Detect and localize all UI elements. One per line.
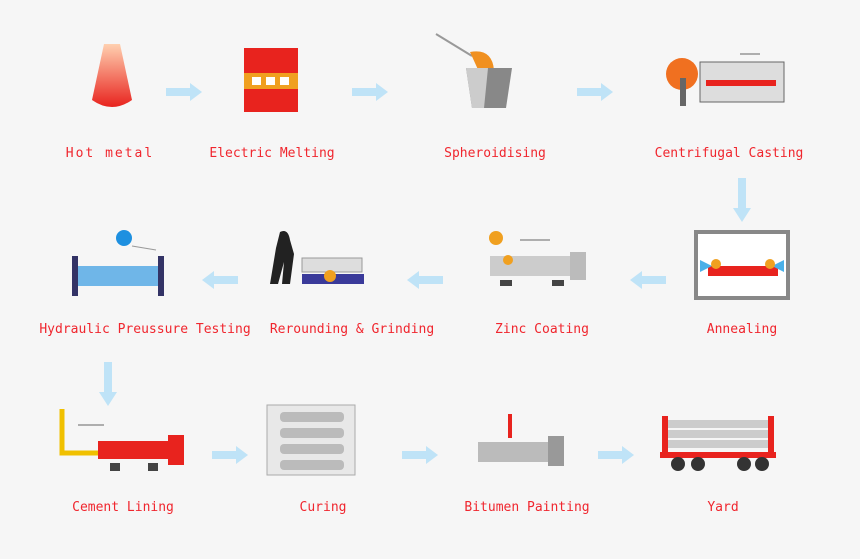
step-label-zinc-coating: Zinc Coating: [495, 322, 589, 337]
step-label-cement-lining: Cement Lining: [72, 500, 174, 515]
arrow-left-icon: [630, 271, 666, 289]
arrow-right-icon: [577, 83, 613, 101]
hydraulic-testing-icon: [72, 230, 164, 296]
arrow-right-icon: [352, 83, 388, 101]
arrow-down-icon: [99, 362, 117, 406]
step-label-yard: Yard: [707, 500, 739, 515]
step-label-rerounding-grinding: Rerounding & Grinding: [269, 322, 435, 337]
centrifugal-casting-icon: [666, 53, 785, 106]
arrow-left-icon: [202, 271, 238, 289]
arrow-down-icon: [733, 178, 751, 222]
arrow-right-icon: [212, 446, 248, 464]
step-label-electric-melting: Electric Melting: [209, 146, 335, 161]
curing-icon: [266, 404, 356, 476]
step-label-hot-metal: Hot metal: [65, 146, 155, 161]
step-label-hydraulic-testing: Hydraulic Preussure Testing: [39, 322, 251, 337]
annealing-icon: [694, 230, 790, 300]
zinc-coating-icon: [489, 231, 586, 286]
step-label-centrifugal-casting: Centrifugal Casting: [654, 146, 804, 161]
arrow-right-icon: [166, 83, 202, 101]
step-label-curing: Curing: [299, 500, 347, 515]
step-label-bitumen-painting: Bitumen Painting: [464, 500, 590, 515]
arrow-left-icon: [407, 271, 443, 289]
yard-icon: [660, 416, 776, 471]
spheroidising-icon: [435, 33, 512, 108]
hot-metal-icon: [92, 44, 132, 107]
rerounding-grinding-icon: [270, 231, 364, 284]
step-label-annealing: Annealing: [706, 322, 778, 337]
cement-lining-icon: [59, 409, 184, 471]
step-label-spheroidising: Spheroidising: [444, 146, 546, 161]
arrow-right-icon: [402, 446, 438, 464]
bitumen-painting-icon: [478, 414, 564, 466]
arrow-right-icon: [598, 446, 634, 464]
electric-melting-icon: [244, 48, 298, 112]
